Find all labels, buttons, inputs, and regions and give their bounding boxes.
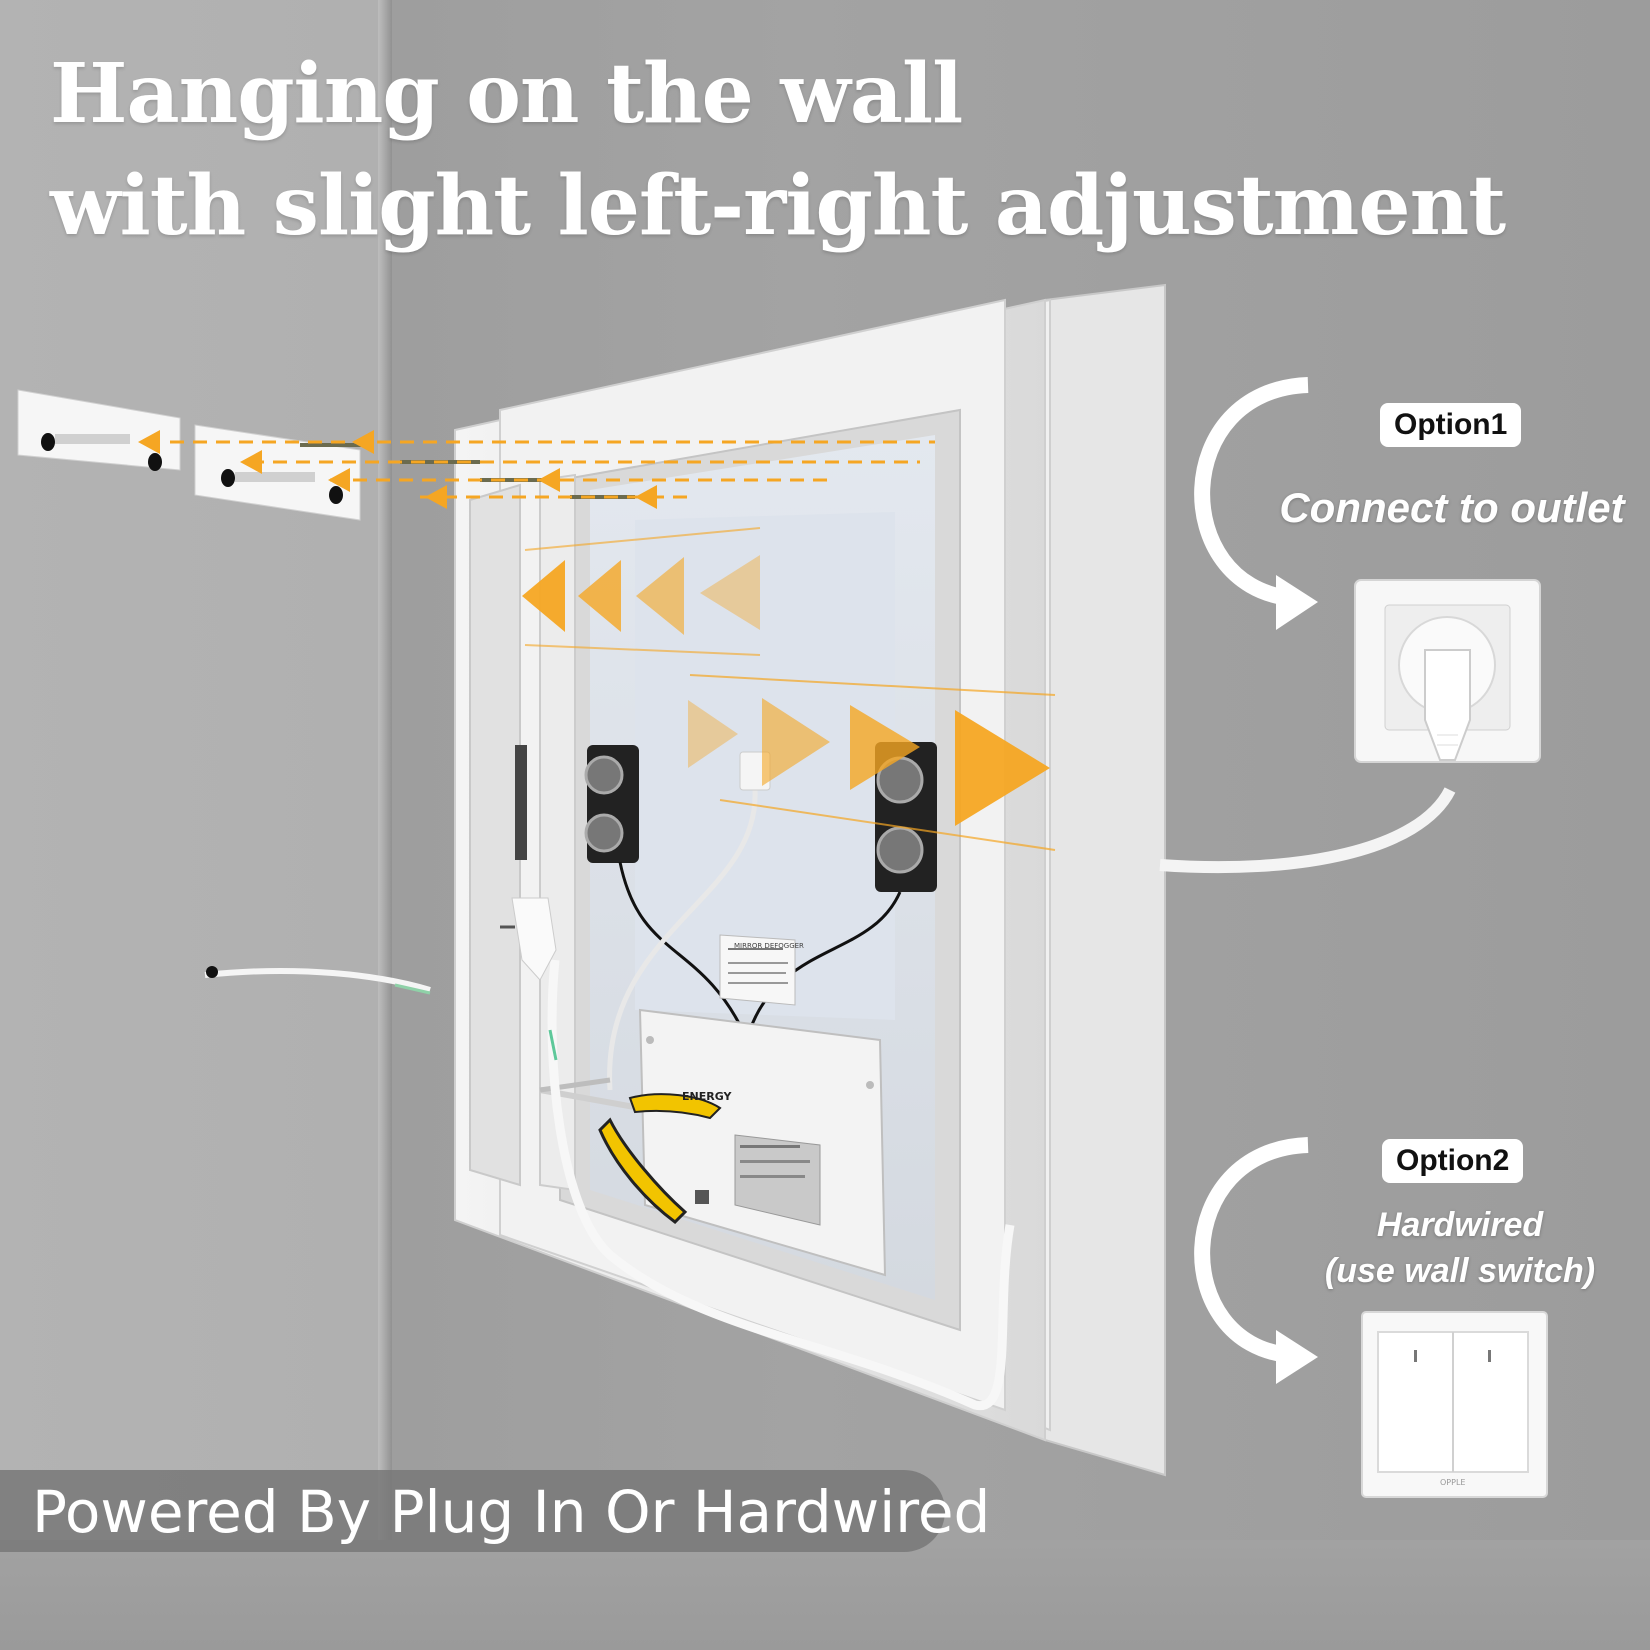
- adjust-right-arrows: [688, 674, 1056, 851]
- curved-arrow-icon: [1194, 377, 1318, 630]
- floor: [0, 1540, 1650, 1650]
- mounting-guide-lines: [170, 440, 935, 499]
- defogger-fan-left: [584, 745, 639, 863]
- sensor-wire: [607, 789, 758, 1091]
- option1-badge: Option1: [1380, 403, 1522, 447]
- power-outlet-with-plug-icon: [1354, 579, 1541, 763]
- wall-corner: [378, 0, 392, 1650]
- option2-description-line-1: Hardwired: [1376, 1206, 1544, 1244]
- headline-line-1: Hanging on the wall: [50, 46, 963, 142]
- fan-wire-right: [746, 891, 902, 1036]
- adjust-left-arrows: [522, 527, 761, 656]
- bottom-banner: Powered By Plug In Or Hardwired: [0, 1470, 990, 1552]
- defogger-fan-partial: [515, 745, 527, 860]
- led-driver-box: [638, 1008, 887, 1277]
- fan-wire-left: [618, 861, 747, 1036]
- driver-brand-text: ENERGY: [682, 1090, 732, 1103]
- defogger-fan-right: [875, 742, 937, 892]
- switch-brand-text: OPPLE: [1440, 1478, 1466, 1487]
- option2-badge: Option2: [1382, 1139, 1524, 1183]
- headline-line-2: with slight left-right adjustment: [50, 158, 1506, 254]
- double-wall-switch-icon: [1361, 1311, 1548, 1498]
- mounting-guide-arrowheads: [138, 430, 657, 509]
- defogger-label: [719, 934, 796, 1006]
- wall-anchor-left: [17, 389, 181, 471]
- bottom-banner-text: Powered By Plug In Or Hardwired: [32, 1478, 991, 1546]
- option2-description-line-2: (use wall switch): [1324, 1252, 1596, 1290]
- wall-anchor-right: [194, 424, 361, 521]
- power-cable: [204, 787, 1456, 1411]
- curved-arrow-icon: [1194, 1137, 1318, 1384]
- option2-description: Hardwired (use wall switch): [1280, 1202, 1640, 1294]
- option1-description: Connect to outlet: [1279, 484, 1625, 531]
- headline: Hanging on the wall with slight left-rig…: [50, 38, 1506, 262]
- defogger-label-text: MIRROR DEFOGGER: [734, 942, 804, 950]
